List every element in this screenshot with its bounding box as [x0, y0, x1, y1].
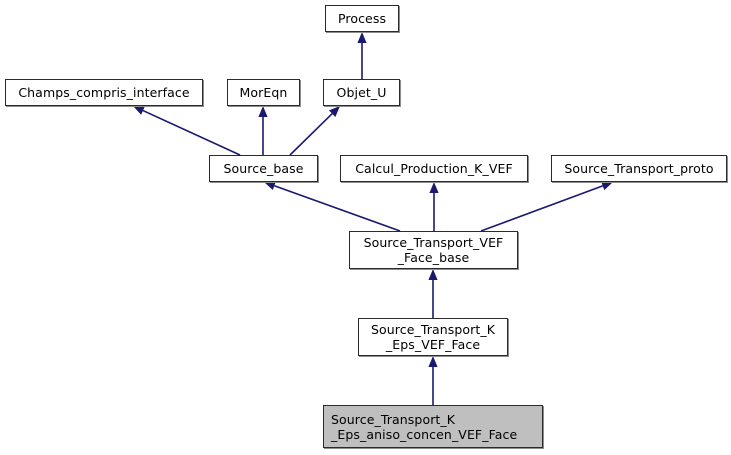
class-node-champs_compris_interface[interactable]: Champs_compris_interface [5, 79, 203, 106]
class-node-source_transport_vef_face_base[interactable]: Source_Transport_VEF _Face_base [349, 231, 518, 269]
inheritance-arrow [428, 356, 438, 405]
inheritance-arrow [133, 106, 241, 156]
class-node-objet_u[interactable]: Objet_U [323, 79, 400, 106]
class-node-source_transport_k_eps_aniso_concen_vef_face[interactable]: Source_Transport_K _Eps_aniso_concen_VEF… [323, 405, 543, 448]
class-node-source_transport_proto[interactable]: Source_Transport_proto [551, 155, 727, 182]
class-node-source_transport_k_eps_vef_face[interactable]: Source_Transport_K _Eps_VEF_Face [358, 318, 508, 356]
class-node-label: Calcul_Production_K_VEF [355, 161, 513, 176]
class-node-label: Source_Transport_K _Eps_aniso_concen_VEF… [331, 411, 518, 442]
class-node-label: MorEqn [239, 85, 288, 100]
inheritance-arrow [289, 106, 340, 156]
inheritance-arrow [428, 269, 438, 318]
class-node-label: Source_Transport_proto [564, 161, 714, 176]
class-node-label: Process [337, 11, 387, 26]
class-node-label: Source_Transport_VEF _Face_base [363, 235, 504, 265]
class-node-calcul_production_k_vef[interactable]: Calcul_Production_K_VEF [340, 155, 528, 182]
class-node-moreqn[interactable]: MorEqn [227, 79, 300, 106]
inheritance-arrow [357, 32, 367, 79]
class-node-process[interactable]: Process [325, 5, 399, 32]
class-node-label: Source_Transport_K _Eps_VEF_Face [370, 322, 496, 352]
class-node-label: Source_base [223, 161, 304, 176]
class-node-label: Champs_compris_interface [18, 85, 190, 100]
inheritance-arrow [264, 181, 401, 232]
class-node-source_base[interactable]: Source_base [209, 155, 318, 182]
class-node-label: Objet_U [336, 85, 387, 100]
inheritance-arrow [258, 106, 268, 155]
inheritance-arrow [480, 181, 613, 232]
inheritance-arrow [429, 182, 439, 231]
